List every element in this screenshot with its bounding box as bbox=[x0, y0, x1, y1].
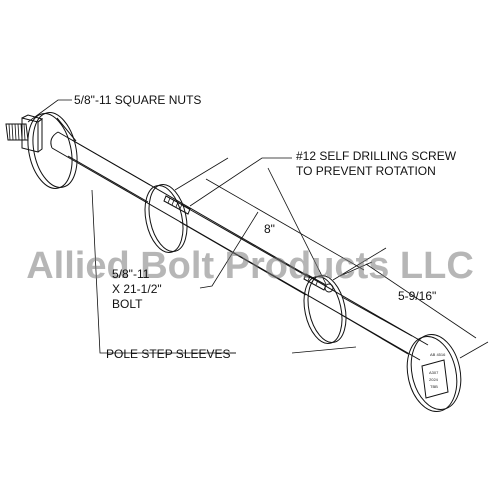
label-sleeves: POLE STEP SLEEVES bbox=[106, 347, 231, 361]
bolt-head: AB 4516 A307 2024 TBB bbox=[406, 333, 462, 413]
sleeve-washer-1 bbox=[27, 112, 78, 189]
label-screw-line1: #12 SELF DRILLING SCREW bbox=[296, 149, 457, 163]
head-stamp-line3: 2024 bbox=[429, 377, 439, 382]
label-spacing: 8" bbox=[264, 222, 275, 236]
head-stamp-line2: A307 bbox=[429, 370, 439, 375]
label-bolt-line2: X 21-1/2" bbox=[112, 282, 162, 296]
sleeve-washer-2 bbox=[144, 184, 188, 253]
label-end-length: 5-9/16" bbox=[398, 289, 436, 303]
bolt-shaft-visible bbox=[67, 139, 413, 355]
leader-lines bbox=[27, 99, 357, 354]
head-stamp-line4: TBB bbox=[430, 384, 438, 389]
self-drilling-screw-1 bbox=[163, 195, 191, 215]
label-screw-line2: TO PREVENT ROTATION bbox=[296, 164, 436, 178]
watermark: Allied Bolt Products LLC bbox=[26, 245, 474, 287]
dimension-lines bbox=[174, 157, 489, 359]
label-bolt-line1: 5/8"-11 bbox=[112, 267, 150, 281]
threaded-end bbox=[5, 123, 29, 141]
self-drilling-screw-2 bbox=[303, 273, 334, 293]
label-square-nuts: 5/8"-11 SQUARE NUTS bbox=[74, 93, 201, 107]
head-stamp-line1: AB 4516 bbox=[430, 352, 446, 357]
sleeve-washer-3 bbox=[303, 275, 347, 344]
label-bolt-line3: BOLT bbox=[112, 297, 143, 311]
square-nut bbox=[21, 114, 44, 153]
